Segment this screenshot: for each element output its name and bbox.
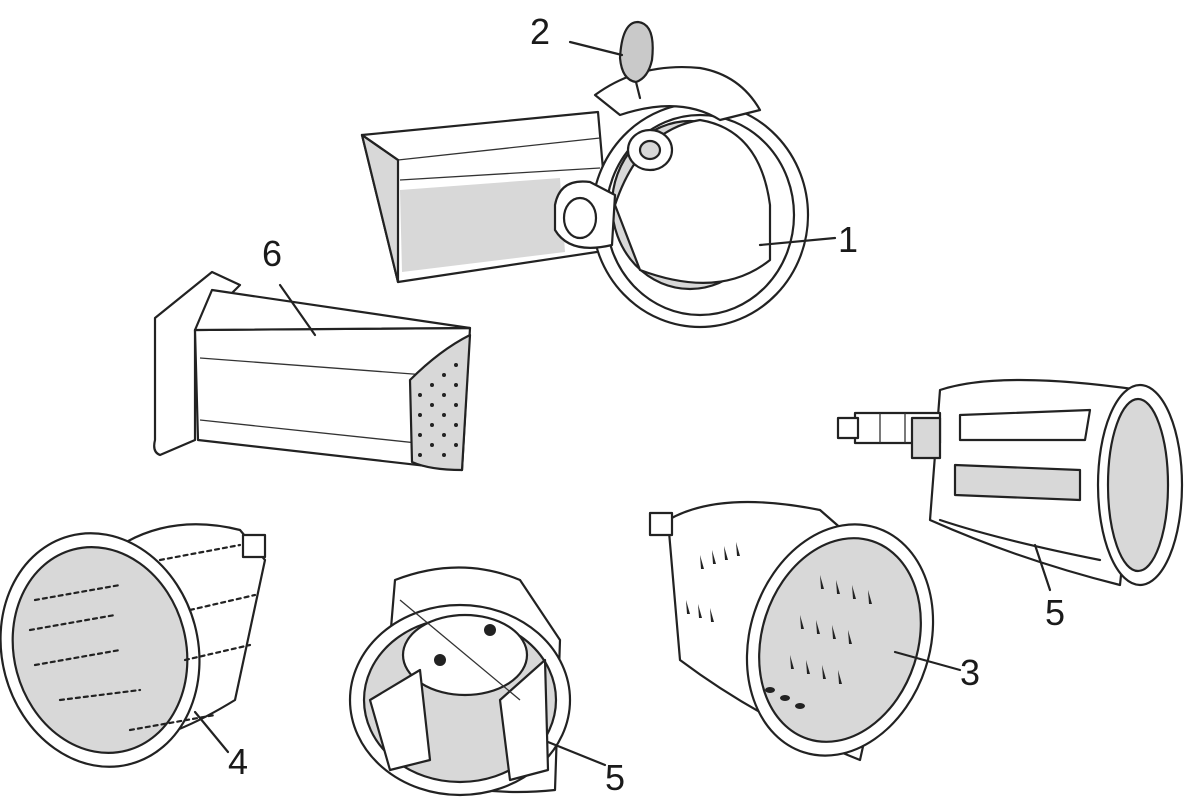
cone-3-slots bbox=[686, 542, 872, 709]
callout-6: 6 bbox=[262, 233, 283, 274]
callout-5-right: 5 bbox=[1045, 592, 1066, 633]
pusher-dot-pattern bbox=[418, 363, 458, 457]
callout-4: 4 bbox=[228, 741, 249, 782]
part-4-cone bbox=[0, 523, 267, 768]
part-5-cone-right bbox=[836, 378, 1184, 587]
part-6-pusher bbox=[153, 270, 472, 472]
leader-lines bbox=[193, 40, 1052, 767]
callout-2: 2 bbox=[530, 11, 551, 52]
callout-1: 1 bbox=[838, 219, 859, 260]
part-3-cone bbox=[648, 500, 935, 762]
callout-5-bottom: 5 bbox=[605, 757, 626, 798]
part-1-housing bbox=[360, 20, 810, 329]
callout-3: 3 bbox=[960, 652, 981, 693]
part-5-cone-bottom bbox=[348, 566, 572, 797]
cone-4-slots bbox=[28, 543, 257, 732]
